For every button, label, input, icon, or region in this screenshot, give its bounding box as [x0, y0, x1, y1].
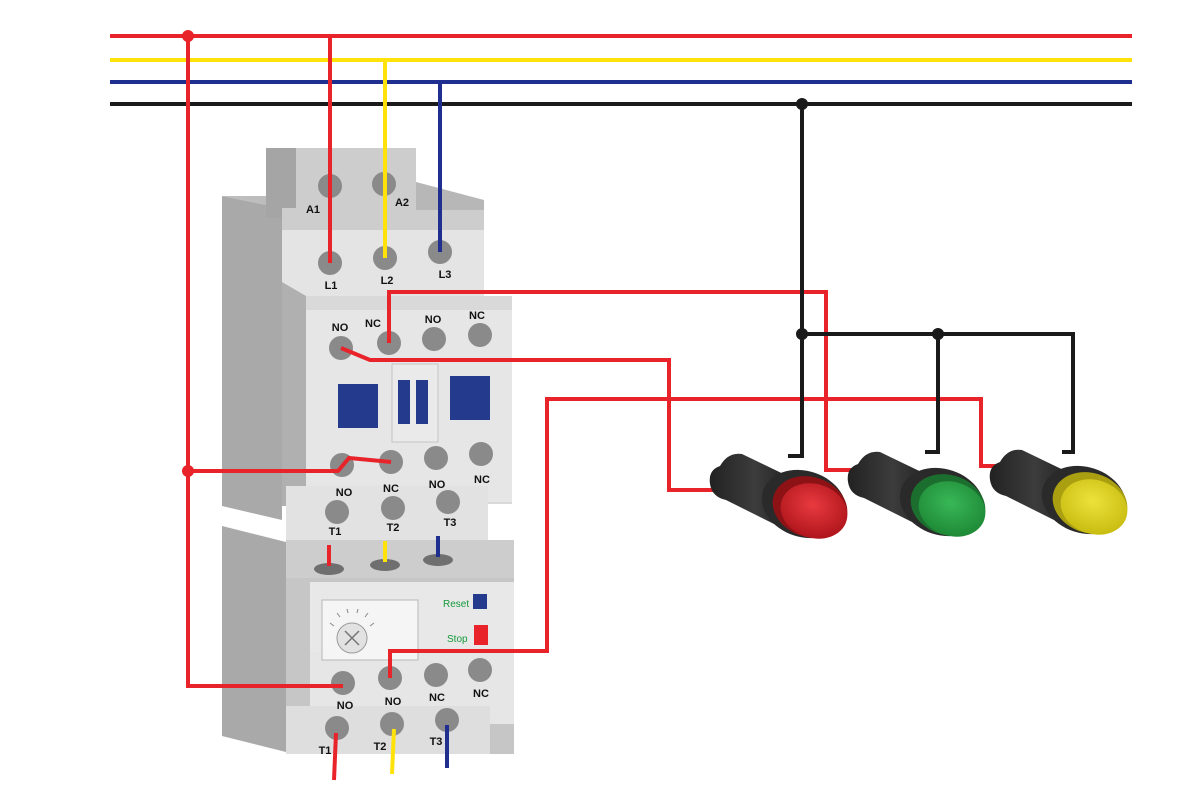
terminal-overload-t1[interactable]: [325, 716, 349, 740]
terminal-contactor-t3[interactable]: [436, 490, 460, 514]
contactor-side-upper: [222, 196, 282, 520]
wire-out-red[interactable]: [332, 732, 338, 781]
contactor: [222, 148, 512, 544]
wire-yellow-lamp-feed[interactable]: [388, 397, 1000, 678]
aux-block-side: [282, 282, 306, 506]
yellow-lamp-lens: [1060, 479, 1128, 535]
junctions: [182, 30, 944, 477]
label-contactor-t2: T2: [387, 522, 400, 534]
terminal-contactor-t2[interactable]: [381, 496, 405, 520]
label-overload-aux-1: NO: [337, 700, 354, 712]
red-lamp[interactable]: [709, 453, 856, 549]
overload-socket-2: [370, 559, 400, 571]
label-a1: A1: [306, 204, 320, 216]
junction-black-bus: [796, 98, 808, 110]
label-contactor-t3: T3: [444, 517, 457, 529]
contactor-indicator-window: [338, 363, 490, 443]
overload-socket-1: [314, 563, 344, 575]
label-aux-top-4: NC: [469, 310, 485, 322]
right-blue-panel: [450, 376, 490, 420]
center-blue-bar-right: [416, 380, 428, 424]
terminal-overload-t3[interactable]: [435, 708, 459, 732]
overload-top: [286, 540, 514, 582]
label-aux-bottom-2: NC: [383, 483, 399, 495]
terminal-aux-bottom-3[interactable]: [424, 446, 448, 470]
stop-button[interactable]: [474, 625, 488, 645]
terminal-labels: A1 A2 L1 L2 L3 NO NC NO NC NO NC NO NC T…: [306, 197, 490, 757]
contactor-shoulder: [416, 182, 484, 210]
label-a2: A2: [395, 197, 409, 209]
label-overload-aux-3: NC: [429, 692, 445, 704]
label-overload-aux-2: NO: [385, 696, 402, 708]
green-lamp[interactable]: [847, 451, 994, 547]
wiring: [110, 34, 1132, 781]
stop-label: Stop: [447, 634, 468, 645]
current-dial-scale: [329, 608, 375, 627]
wire-neutral-main[interactable]: [788, 104, 804, 458]
label-aux-bottom-3: NO: [429, 479, 446, 491]
green-lamp-lens: [918, 481, 986, 537]
junction-red-branch: [182, 465, 194, 477]
left-blue-panel: [338, 384, 378, 428]
current-dial-mark-icon: [344, 630, 360, 646]
label-l2: L2: [381, 275, 394, 287]
label-aux-top-2: NC: [365, 318, 381, 330]
coil-block: [296, 148, 416, 218]
center-blue-bar-left: [398, 380, 410, 424]
terminal-contactor-t1[interactable]: [325, 500, 349, 524]
terminal-aux-top-3[interactable]: [422, 327, 446, 351]
label-l3: L3: [439, 269, 452, 281]
label-overload-t1: T1: [319, 745, 332, 757]
overload-socket-3: [423, 554, 453, 566]
label-overload-t3: T3: [430, 736, 443, 748]
terminal-aux-bottom-4[interactable]: [469, 442, 493, 466]
overload-side: [222, 526, 286, 752]
red-lamp-lens: [780, 483, 848, 539]
label-aux-top-3: NO: [425, 314, 442, 326]
yellow-lamp[interactable]: [989, 449, 1136, 545]
junction-black-green: [932, 328, 944, 340]
terminal-overload-aux-3[interactable]: [424, 663, 448, 687]
terminal-screws: [314, 172, 493, 740]
overload-relay: Reset Stop: [222, 526, 514, 754]
label-aux-bottom-4: NC: [474, 474, 490, 486]
wire-red-lamp-feed[interactable]: [340, 346, 720, 492]
label-overload-aux-4: NC: [473, 688, 489, 700]
junction-red-bus: [182, 30, 194, 42]
terminal-aux-top-4[interactable]: [468, 323, 492, 347]
label-aux-bottom-1: NO: [336, 487, 353, 499]
label-l1: L1: [325, 280, 338, 292]
junction-black-branch: [796, 328, 808, 340]
wire-out-yellow[interactable]: [390, 728, 396, 775]
wire-control-supply[interactable]: [186, 36, 343, 688]
label-contactor-t1: T1: [329, 526, 342, 538]
wire-neutral-green[interactable]: [925, 334, 940, 454]
wire-green-lamp-feed[interactable]: [387, 290, 858, 472]
label-aux-top-1: NO: [332, 322, 349, 334]
reset-button[interactable]: [473, 594, 487, 609]
terminal-overload-aux-1[interactable]: [331, 671, 355, 695]
terminal-overload-aux-4[interactable]: [468, 658, 492, 682]
wire-control-branch[interactable]: [188, 455, 392, 473]
terminal-overload-t2[interactable]: [380, 712, 404, 736]
reset-label: Reset: [443, 599, 469, 610]
label-overload-t2: T2: [374, 741, 387, 753]
